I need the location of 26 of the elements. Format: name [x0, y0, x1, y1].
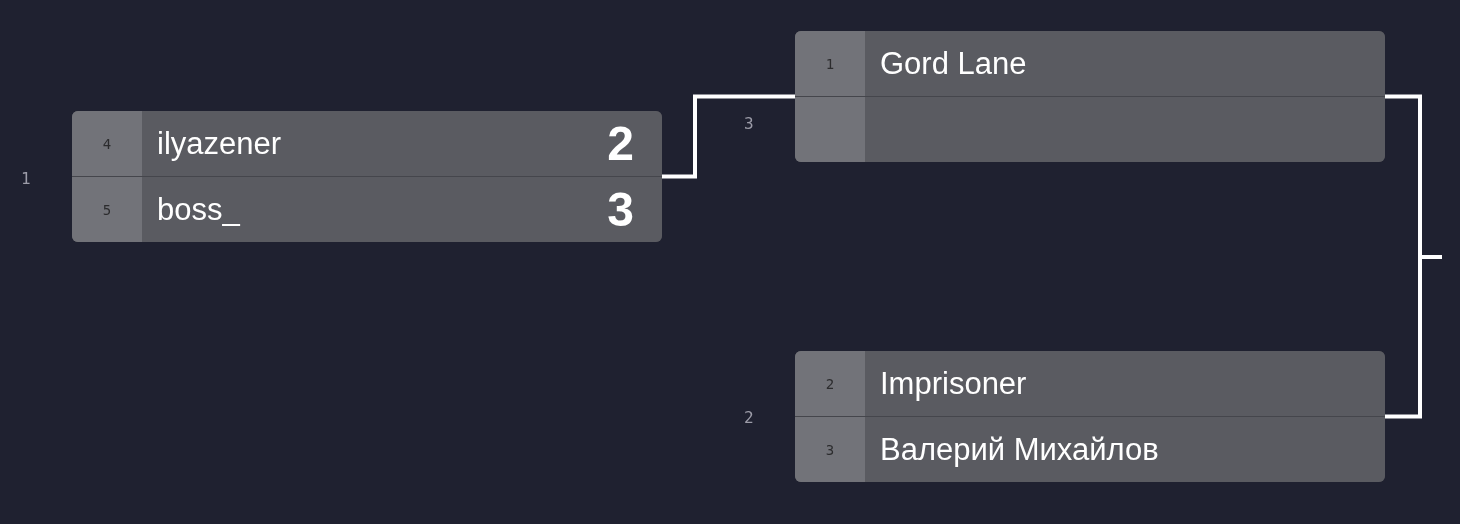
player-name: boss_	[156, 191, 241, 228]
seed-number: 1	[795, 31, 865, 96]
player-name: Валерий Михайлов	[879, 431, 1160, 468]
match-card	[795, 351, 1385, 482]
match-number: 1	[21, 169, 31, 188]
bracket-line	[662, 94, 795, 179]
seed-number: 2	[795, 351, 865, 416]
player-row	[795, 97, 1385, 162]
match-number: 2	[744, 408, 754, 427]
score: 2	[607, 119, 635, 168]
player-row	[795, 417, 1385, 482]
player-row	[795, 31, 1385, 96]
match-card	[795, 31, 1385, 162]
seed-number: 3	[795, 417, 865, 482]
player-row	[72, 177, 662, 242]
player-row	[795, 351, 1385, 416]
player-name: Gord Lane	[879, 45, 1028, 82]
seed-number: 5	[72, 177, 142, 242]
bracket-line	[1385, 255, 1442, 419]
player-name: ilyazener	[156, 125, 283, 162]
seed-number: 4	[72, 111, 142, 176]
match-card	[72, 111, 662, 242]
player-name: Imprisoner	[879, 365, 1028, 402]
player-row	[72, 111, 662, 176]
score: 3	[607, 185, 635, 234]
match-number: 3	[744, 114, 754, 133]
